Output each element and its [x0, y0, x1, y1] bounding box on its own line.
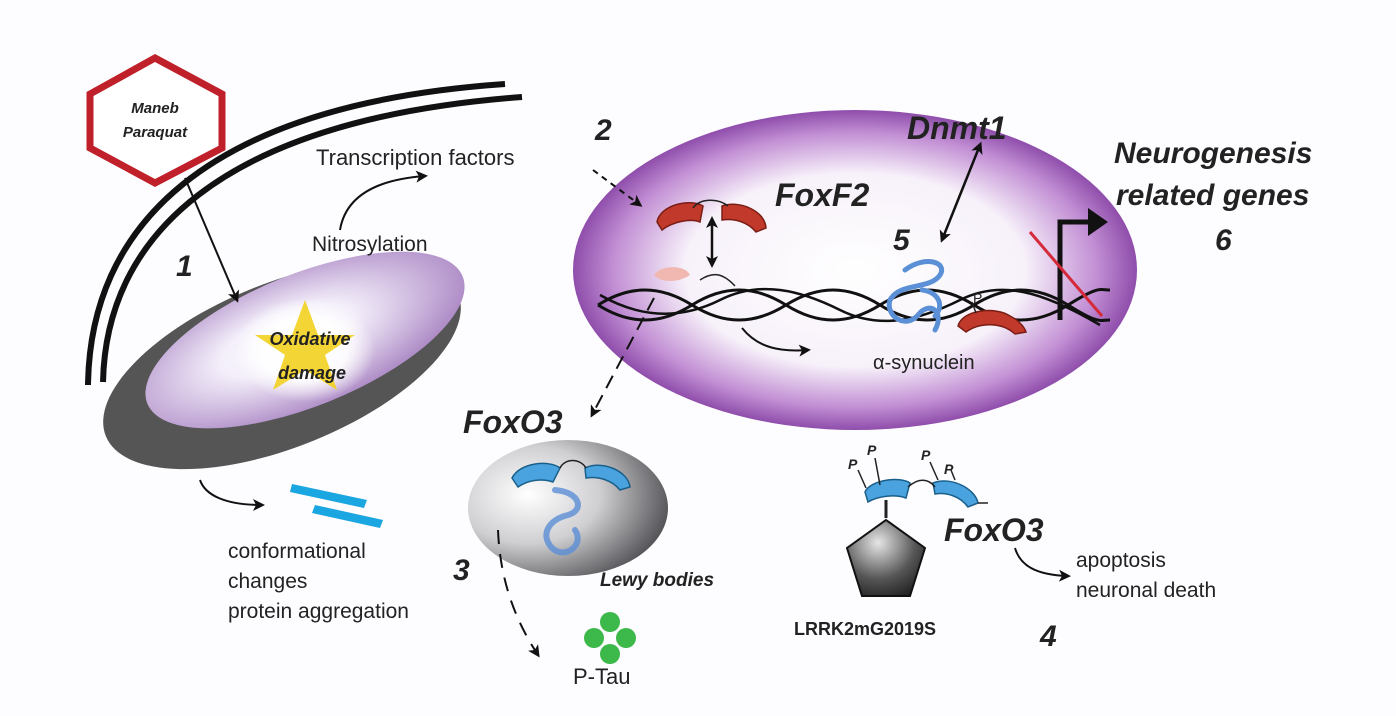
aggregation-label-3: protein aggregation [228, 600, 409, 623]
foxf2-label: FoxF2 [775, 177, 869, 213]
arrow-mito-to-aggregation [199, 479, 265, 511]
protein-aggregate-icon [290, 484, 383, 528]
p-tau-cluster [584, 612, 636, 664]
step-number-4: 4 [1039, 620, 1057, 653]
alpha-synuclein-protein [886, 259, 945, 333]
phospho-label-4: P [944, 461, 954, 477]
step-number-6: 6 [1215, 224, 1232, 257]
arrow-dna-transcription [741, 327, 811, 357]
neurogenesis-label-1: Neurogenesis [1114, 137, 1312, 170]
transcription-factors-label: Transcription factors [316, 145, 514, 170]
toxin-hexagon: Maneb Paraquat [86, 54, 226, 187]
hexagon-line-2: Paraquat [123, 124, 188, 141]
alpha-synuclein-label: α-synuclein [873, 352, 975, 374]
step-number-1: 1 [176, 250, 193, 283]
aggregation-label-1: conformational [228, 540, 366, 563]
inhibition-mark [1028, 231, 1104, 317]
lrrk2-complex [845, 457, 988, 597]
lrrk2-label: LRRK2mG2019S [794, 619, 936, 639]
apoptosis-label-1: apoptosis [1076, 549, 1166, 572]
nucleus [573, 110, 1137, 430]
arrow-nitrosylation [339, 170, 428, 231]
phospho-label-1: P [848, 456, 858, 472]
p-tau-label: P-Tau [573, 664, 630, 689]
arrow-nucleus-to-foxo3 [590, 297, 655, 418]
arrow-foxo3-apoptosis [1014, 547, 1071, 582]
arrow-toxin-to-mito [184, 177, 239, 303]
step-number-3: 3 [453, 554, 470, 587]
lewy-body [468, 440, 668, 576]
arrow-dnmt1-synuclein [939, 141, 983, 243]
mitochondrion-label-1: Oxidative [269, 329, 350, 349]
dna-helix [597, 287, 1111, 327]
arrow-tf-to-foxf2 [592, 169, 643, 207]
foxf2-proteins [656, 199, 767, 233]
phospho-label-dna: P [973, 290, 982, 306]
mitochondrion-label-2: damage [278, 363, 346, 383]
dnmt1-label: Dnmt1 [907, 110, 1007, 146]
cell-membrane [85, 81, 523, 386]
step-number-2: 2 [594, 114, 612, 147]
lewy-bodies-label: Lewy bodies [600, 570, 714, 591]
foxf2-fragment [654, 267, 690, 282]
step-number-5: 5 [893, 224, 911, 257]
neurogenesis-label-2: related genes [1116, 179, 1309, 212]
hexagon-line-1: Maneb [131, 100, 179, 117]
lrrk2-pentagon-icon [845, 518, 927, 597]
foxo3-top-label: FoxO3 [463, 404, 563, 440]
foxo3-right-label: FoxO3 [944, 512, 1044, 548]
oxidative-star-icon [255, 300, 355, 390]
mitochondrion: Oxidative damage [103, 251, 465, 470]
apoptosis-label-2: neuronal death [1076, 579, 1216, 602]
nitrosylation-label: Nitrosylation [312, 233, 428, 256]
phospho-label-3: P [921, 447, 931, 463]
gene-promoter-arrow [1057, 208, 1108, 320]
aggregation-label-2: changes [228, 570, 307, 593]
phospho-label-2: P [867, 442, 877, 458]
foxf2-bound-protein [957, 309, 1027, 335]
